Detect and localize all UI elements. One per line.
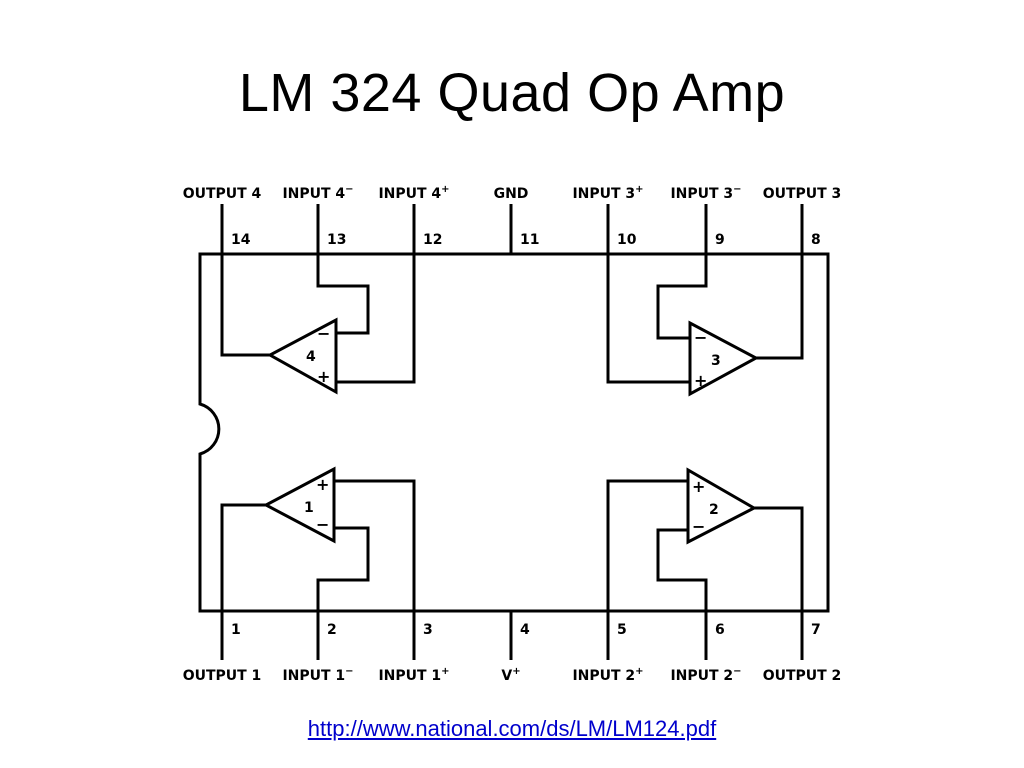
top-pin-leads <box>220 204 804 254</box>
pin-3-number: 3 <box>423 622 433 638</box>
op-amp-2-wiring <box>606 479 804 611</box>
pin-6-label: INPUT 2− <box>670 666 741 684</box>
pin-10-number: 10 <box>617 232 637 248</box>
pin-11-number: 11 <box>520 232 539 248</box>
op-amp-3-plus: + <box>694 371 707 390</box>
pin-9-number: 9 <box>715 232 725 248</box>
op-amp-1-triangle <box>262 466 336 544</box>
pin-13-label: INPUT 4− <box>282 184 353 202</box>
pin-5-number: 5 <box>617 622 627 638</box>
pin-8-label: OUTPUT 3 <box>763 186 842 202</box>
pin-1-label: OUTPUT 1 <box>183 668 262 684</box>
op-amp-2-triangle <box>686 467 758 545</box>
bottom-pin-labels: OUTPUT 1 INPUT 1− INPUT 1+ V+ INPUT 2+ I… <box>183 666 842 684</box>
pin-14-number: 14 <box>231 232 251 248</box>
pin-9-label: INPUT 3− <box>670 184 741 202</box>
pin-13-number: 13 <box>327 232 346 248</box>
datasheet-link[interactable]: http://www.national.com/ds/LM/LM124.pdf <box>307 716 717 741</box>
op-amp-2-minus: − <box>692 517 705 536</box>
op-amp-1: 1 + − <box>220 466 416 611</box>
pin-5-label: INPUT 2+ <box>572 666 643 684</box>
pin-12-label: INPUT 4+ <box>378 184 449 202</box>
op-amp-3-minus: − <box>694 328 707 347</box>
pin-11-label: GND <box>494 186 529 202</box>
op-amp-2-plus: + <box>692 477 705 496</box>
pin-1-number: 1 <box>231 622 241 638</box>
pin-7-label: OUTPUT 2 <box>763 668 842 684</box>
op-amp-3-wiring <box>606 254 804 384</box>
op-amp-4-plus: + <box>317 367 330 386</box>
slide-title: LM 324 Quad Op Amp <box>238 63 786 123</box>
bottom-pin-leads <box>220 611 804 660</box>
op-amp-4-triangle <box>266 317 338 395</box>
pin-2-label: INPUT 1− <box>282 666 353 684</box>
pin-12-number: 12 <box>423 232 442 248</box>
pin-6-number: 6 <box>715 622 725 638</box>
ic-package-outline <box>198 252 830 613</box>
op-amp-4-wiring <box>220 254 416 384</box>
op-amp-1-plus: + <box>316 475 329 494</box>
pin-2-number: 2 <box>327 622 337 638</box>
pin-14-label: OUTPUT 4 <box>183 186 262 202</box>
top-pin-labels: OUTPUT 4 INPUT 4− INPUT 4+ GND INPUT 3+ … <box>183 184 842 202</box>
op-amp-4: 4 − + <box>220 254 416 395</box>
op-amp-3-number: 3 <box>711 353 721 369</box>
op-amp-4-number: 4 <box>306 349 316 365</box>
pin-8-number: 8 <box>811 232 821 248</box>
pin-3-label: INPUT 1+ <box>378 666 449 684</box>
op-amp-3: 3 − + <box>606 254 804 397</box>
pin-4-number: 4 <box>520 622 530 638</box>
op-amp-4-minus: − <box>317 324 330 343</box>
pin-10-label: INPUT 3+ <box>572 184 643 202</box>
op-amp-3-triangle <box>688 320 760 397</box>
top-pin-numbers: 14 13 12 11 10 9 8 <box>231 232 821 248</box>
op-amp-2: 2 + − <box>606 467 804 611</box>
op-amp-2-number: 2 <box>709 502 719 518</box>
pin-4-label: V+ <box>501 666 520 684</box>
op-amp-1-minus: − <box>316 515 329 534</box>
op-amp-1-number: 1 <box>304 500 314 516</box>
pin-7-number: 7 <box>811 622 821 638</box>
bottom-pin-numbers: 1 2 3 4 5 6 7 <box>231 622 821 638</box>
op-amp-1-wiring <box>220 479 416 611</box>
